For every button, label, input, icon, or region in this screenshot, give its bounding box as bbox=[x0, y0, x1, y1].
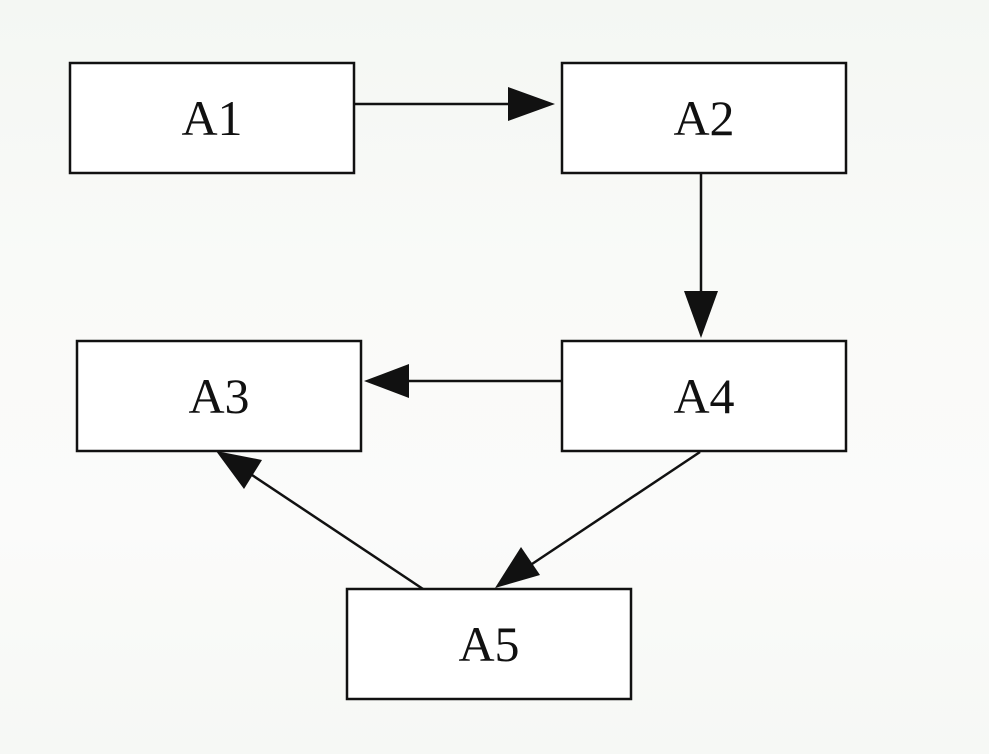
node-a5-label: A5 bbox=[458, 616, 519, 672]
node-a2: A2 bbox=[560, 61, 848, 175]
edge-a4-to-a3 bbox=[364, 364, 562, 398]
node-a4-box bbox=[560, 339, 848, 453]
node-a1-label: A1 bbox=[181, 90, 242, 146]
arrowhead bbox=[684, 291, 718, 338]
node-a3-label: A3 bbox=[188, 368, 249, 424]
edge-a1-to-a2 bbox=[354, 87, 555, 121]
node-a4: A4 bbox=[560, 339, 848, 453]
arrowhead bbox=[216, 451, 262, 489]
node-a3-box bbox=[75, 339, 363, 453]
node-a3: A3 bbox=[75, 339, 363, 453]
node-a2-box bbox=[560, 61, 848, 175]
node-a1: A1 bbox=[68, 61, 356, 175]
edge-a4-to-a5 bbox=[495, 450, 701, 588]
node-a4-label: A4 bbox=[673, 368, 734, 424]
arrowhead bbox=[364, 364, 409, 398]
node-a1-box bbox=[68, 61, 356, 175]
arrowhead bbox=[495, 547, 540, 588]
arrowhead bbox=[508, 87, 555, 121]
node-a2-label: A2 bbox=[673, 90, 734, 146]
edge-a5-to-a3 bbox=[216, 451, 424, 591]
edge-a2-to-a4 bbox=[684, 174, 718, 338]
node-a5-box bbox=[345, 587, 633, 701]
node-a5: A5 bbox=[345, 587, 633, 701]
